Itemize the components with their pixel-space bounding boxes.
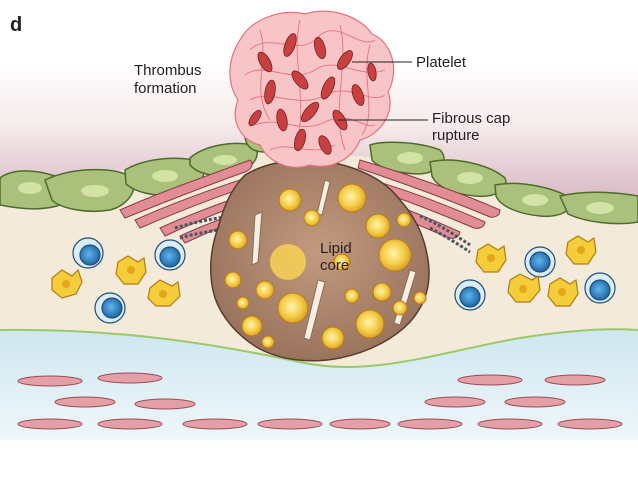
label-fibrous-cap-line2: rupture [432, 127, 480, 144]
label-platelet: Platelet [416, 54, 467, 71]
media-layer [0, 329, 638, 440]
foam-cells [224, 183, 427, 350]
macrophage-nuclei [62, 246, 585, 298]
label-thrombus-formation-line1: Thrombus [134, 62, 202, 79]
monocytes [72, 237, 616, 324]
label-thrombus-formation-line2: formation [134, 80, 197, 97]
collagen-fibres [174, 213, 471, 254]
label-fibrous-cap-line1: Fibrous cap [432, 110, 511, 127]
panel-letter: d [10, 14, 23, 36]
internal-elastic-lamina [0, 328, 638, 368]
medial-smooth-muscle [17, 372, 623, 430]
fibrin-mesh [229, 10, 395, 168]
platelets [248, 33, 377, 155]
label-lipid-core-line1: Lipid [320, 240, 352, 257]
macrophages [51, 235, 597, 307]
label-lipid-core-line2: core [320, 257, 350, 274]
thrombus [229, 10, 395, 168]
necrotic-cluster [270, 244, 306, 280]
